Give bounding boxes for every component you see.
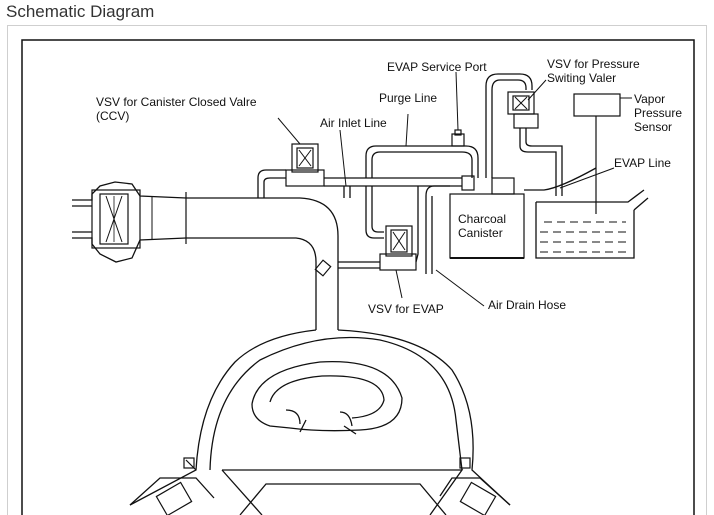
- vsv-ccv: [257, 143, 360, 198]
- label-vsv-pressure-line2: Switing Valer: [547, 71, 616, 85]
- vapor-pressure-sensor: [573, 93, 621, 117]
- label-charcoal-line1: Charcoal: [458, 212, 506, 226]
- air-inlet-line: [343, 175, 475, 198]
- label-vapor-line2: Pressure: [634, 106, 682, 120]
- label-purge-line: Purge Line: [379, 91, 437, 105]
- leader-lines: [277, 71, 615, 307]
- label-air-inlet-line: Air Inlet Line: [320, 116, 387, 130]
- label-evap-service-port: EVAP Service Port: [387, 60, 487, 74]
- vsv-evap: [314, 186, 419, 277]
- label-vsv-evap: VSV for EVAP: [368, 302, 444, 316]
- label-vapor-line3: Sensor: [634, 120, 672, 134]
- vsv-pressure-switching: [485, 73, 563, 196]
- label-vapor-line1: Vapor: [634, 92, 665, 106]
- label-air-drain-hose: Air Drain Hose: [488, 298, 566, 312]
- inner-border: [21, 39, 695, 515]
- label-vsv-pressure-line1: VSV for Pressure: [547, 57, 640, 71]
- diagram-frame: [7, 25, 707, 515]
- label-vsv-ccv-line1: VSV for Canister Closed Valre: [96, 95, 257, 109]
- purge-line: [365, 129, 479, 239]
- air-intake: [72, 181, 339, 330]
- label-charcoal-line2: Canister: [458, 226, 503, 240]
- label-evap-line: EVAP Line: [614, 156, 671, 170]
- charcoal-canister: [425, 177, 525, 274]
- engine: [129, 329, 511, 515]
- label-vsv-ccv-line2: (CCV): [96, 109, 129, 123]
- fuel-tank: [524, 93, 649, 259]
- page-title: Schematic Diagram: [6, 2, 155, 21]
